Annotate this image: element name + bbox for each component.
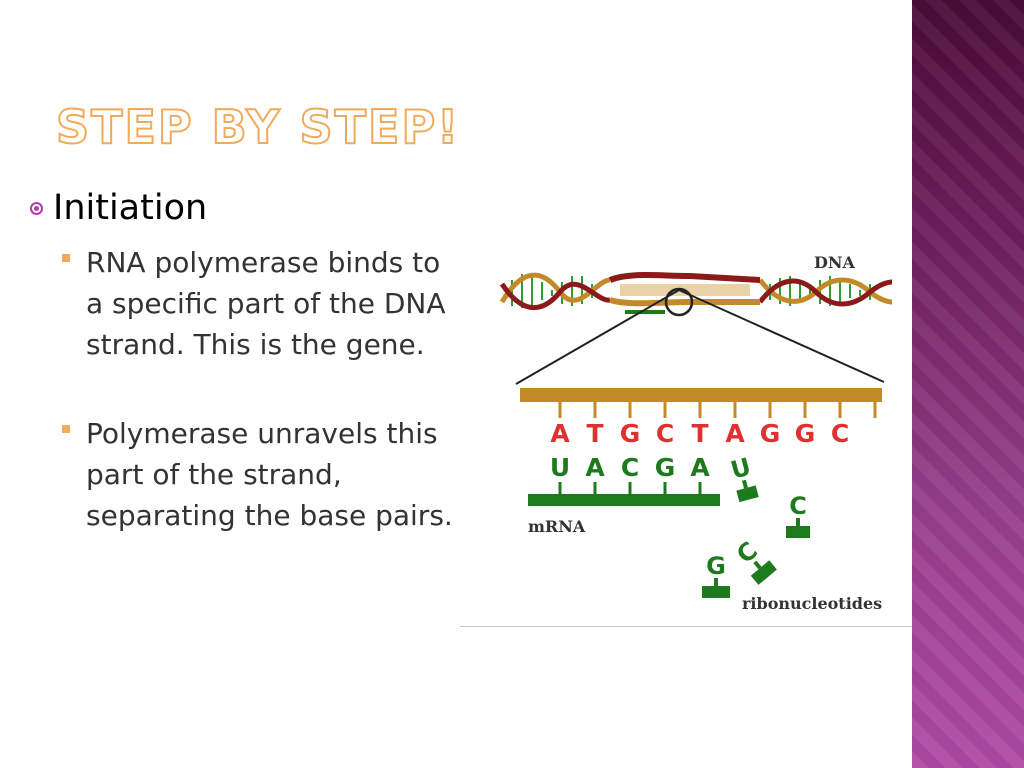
sub-bullet-2: Polymerase unravels this part of the str…	[62, 413, 462, 536]
zoom-line-left	[515, 289, 680, 385]
template-base: G	[795, 419, 816, 448]
template-base: G	[620, 419, 641, 448]
template-base: A	[550, 419, 570, 448]
mrna-strand	[528, 494, 720, 506]
square-bullet-icon	[62, 425, 70, 433]
template-base: G	[760, 419, 781, 448]
free-nucleotide-2: C	[786, 492, 810, 538]
mrna-base: A	[585, 453, 605, 482]
dna-double-helix	[499, 272, 893, 314]
mrna-base: A	[690, 453, 710, 482]
dna-label: DNA	[814, 253, 856, 272]
sub-bullet-1-text: RNA polymerase binds to a specific part …	[86, 246, 446, 361]
mrna-base: C	[621, 453, 639, 482]
free-nucleotide-3: C	[731, 536, 777, 585]
template-base: T	[691, 419, 708, 448]
mrna-base: G	[655, 453, 676, 482]
free-nucleotide-1: U	[728, 453, 759, 503]
free-nucleotide-4: G	[702, 552, 730, 598]
bullet-initiation-label: Initiation	[53, 188, 208, 228]
svg-text:C: C	[789, 492, 807, 520]
zoom-line-right	[678, 289, 885, 383]
template-ticks	[558, 402, 877, 418]
template-base: C	[656, 419, 674, 448]
slide-title: Step by Step!	[55, 99, 461, 155]
zoom-circle	[664, 287, 694, 317]
mrna-base: U	[550, 453, 570, 482]
sub-bullet-2-text: Polymerase unravels this part of the str…	[86, 417, 453, 532]
bullet-initiation: Initiation	[30, 188, 207, 228]
svg-text:G: G	[706, 552, 726, 580]
template-base: A	[725, 419, 745, 448]
template-base: C	[831, 419, 849, 448]
mrna-label: mRNA	[528, 517, 586, 536]
ribonucleotides-label: ribonucleotides	[742, 594, 882, 613]
square-bullet-icon	[62, 254, 70, 262]
side-decoration-band	[912, 0, 1024, 768]
template-base: T	[586, 419, 603, 448]
ring-bullet-icon	[30, 201, 43, 215]
template-strand	[520, 388, 882, 402]
sub-bullet-1: RNA polymerase binds to a specific part …	[62, 242, 462, 365]
mrna-ticks	[558, 482, 702, 494]
svg-text:U: U	[728, 453, 754, 485]
